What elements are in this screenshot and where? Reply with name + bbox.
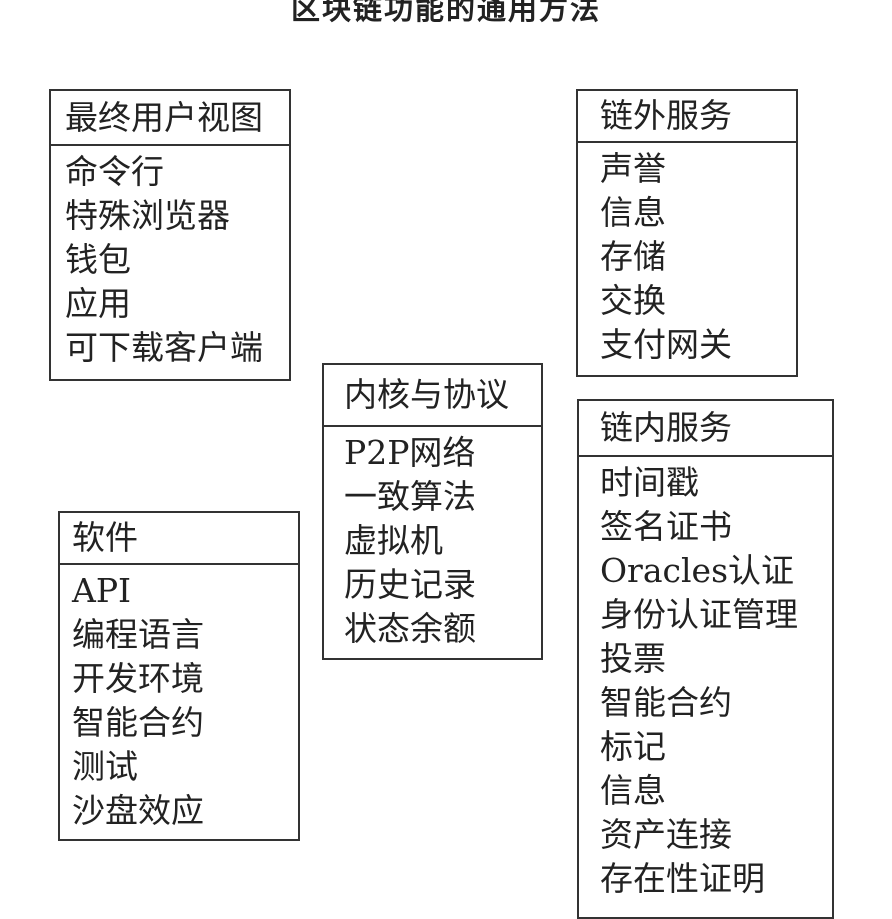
box-item: 可下载客户端 (65, 328, 263, 367)
box-item: 信息 (600, 771, 666, 810)
box-item: 身份认证管理 (600, 595, 798, 634)
box-item-list: 声誉信息存储交换支付网关 (578, 143, 796, 367)
box-item: 签名证书 (600, 507, 732, 546)
box-item-list: P2P网络一致算法虚拟机历史记录状态余额 (324, 427, 541, 651)
box-header: 链内服务 (579, 401, 832, 457)
box-item: Oracles认证 (600, 551, 795, 590)
box-item: 沙盘效应 (72, 791, 204, 830)
box-item: 测试 (72, 747, 138, 786)
end-user-view-box: 最终用户视图命令行特殊浏览器钱包应用可下载客户端 (49, 89, 291, 381)
box-item: 钱包 (65, 240, 131, 279)
box-item: 标记 (600, 727, 666, 766)
software-box: 软件 API 编程语言开发环境智能合约测试沙盘效应 (58, 511, 300, 841)
box-header: 最终用户视图 (51, 91, 289, 146)
box-item: 虚拟机 (344, 521, 443, 560)
box-header: 链外服务 (578, 91, 796, 143)
box-item: 应用 (65, 284, 131, 323)
box-item: 开发环境 (72, 659, 204, 698)
box-item-list: 命令行特殊浏览器钱包应用可下载客户端 (51, 146, 289, 370)
off-chain-services-box: 链外服务声誉信息存储交换支付网关 (576, 89, 798, 377)
box-item: 状态余额 (344, 609, 476, 648)
box-item: 投票 (600, 639, 666, 678)
box-item: 智能合约 (72, 703, 204, 742)
box-header: 内核与协议 (324, 365, 541, 427)
box-item: 存在性证明 (600, 859, 765, 898)
box-item: P2P网络 (344, 433, 476, 472)
box-item: 一致算法 (344, 477, 476, 516)
box-item: 时间戳 (600, 463, 699, 502)
box-item: 命令行 (65, 152, 164, 191)
box-item: 历史记录 (344, 565, 476, 604)
box-header: 软件 (60, 513, 298, 565)
box-item: 信息 (600, 193, 666, 232)
box-item: 特殊浏览器 (65, 196, 230, 235)
box-item: 存储 (600, 237, 666, 276)
box-item: 声誉 (600, 149, 666, 188)
box-item: API (72, 571, 132, 610)
box-item: 智能合约 (600, 683, 732, 722)
box-item-list: 时间戳签名证书 Oracles认证身份认证管理投票智能合约标记信息资产连接存在性证… (579, 457, 832, 901)
box-item: 编程语言 (72, 615, 204, 654)
on-chain-services-box: 链内服务时间戳签名证书 Oracles认证身份认证管理投票智能合约标记信息资产连接… (577, 399, 834, 919)
box-item: 交换 (600, 281, 666, 320)
box-item: 支付网关 (600, 325, 732, 364)
diagram-title: 区块链功能的通用方法 (290, 0, 601, 26)
box-item: 资产连接 (600, 815, 732, 854)
box-item-list: API 编程语言开发环境智能合约测试沙盘效应 (60, 565, 298, 833)
